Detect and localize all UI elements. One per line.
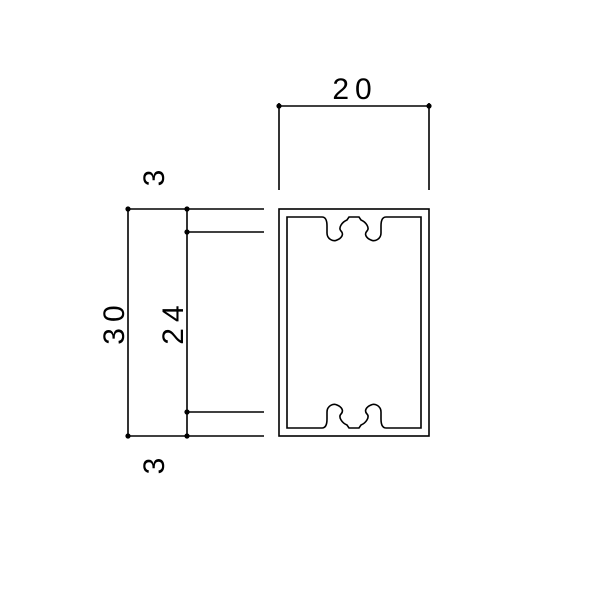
width-label: 20 — [332, 73, 377, 106]
height-dimensions — [125, 206, 264, 439]
inner-top-tick — [184, 229, 190, 235]
outer-bottom-tick — [125, 433, 131, 439]
profile-outer-wall — [278, 208, 430, 437]
profile-cross-section — [278, 208, 430, 437]
wall-top-tick — [184, 206, 190, 212]
profile-inner-wall — [286, 216, 422, 429]
outer-height-label: 30 — [98, 299, 131, 344]
width-tick-right — [426, 103, 432, 109]
inner-height-label: 24 — [157, 299, 190, 344]
width-tick-left — [276, 103, 282, 109]
bottom-wall-label: 3 — [138, 458, 171, 475]
inner-bottom-tick — [184, 409, 190, 415]
top-wall-label: 3 — [138, 170, 171, 187]
wall-bottom-tick — [184, 433, 190, 439]
width-dimension — [276, 103, 432, 190]
outer-top-tick — [125, 206, 131, 212]
